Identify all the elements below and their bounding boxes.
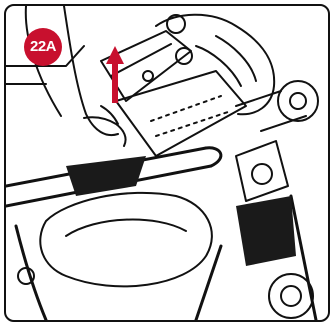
center-leg-tube bbox=[196, 246, 221, 320]
side-wheel bbox=[278, 81, 318, 121]
step-badge: 22A bbox=[24, 28, 62, 66]
side-wheel-hub bbox=[290, 93, 306, 109]
shadow-panel-2 bbox=[236, 196, 296, 266]
canopy-fold bbox=[196, 46, 241, 86]
shadow-panel bbox=[66, 156, 146, 196]
side-arm bbox=[236, 91, 281, 106]
rear-wheel-hub bbox=[281, 286, 301, 306]
fold-joint-knob bbox=[252, 164, 272, 184]
handlebar-end bbox=[206, 148, 221, 166]
fold-joint bbox=[236, 141, 288, 201]
canopy-fold-2 bbox=[216, 36, 256, 81]
left-leg-tube bbox=[16, 226, 46, 320]
illustration-frame: 22A bbox=[4, 4, 330, 322]
seat-bucket bbox=[40, 193, 212, 287]
hand-arm bbox=[64, 6, 118, 135]
seat-bucket-rim bbox=[66, 220, 186, 236]
side-arm-2 bbox=[261, 116, 306, 131]
hinge-pin bbox=[143, 71, 153, 81]
rear-wheel bbox=[269, 274, 313, 318]
